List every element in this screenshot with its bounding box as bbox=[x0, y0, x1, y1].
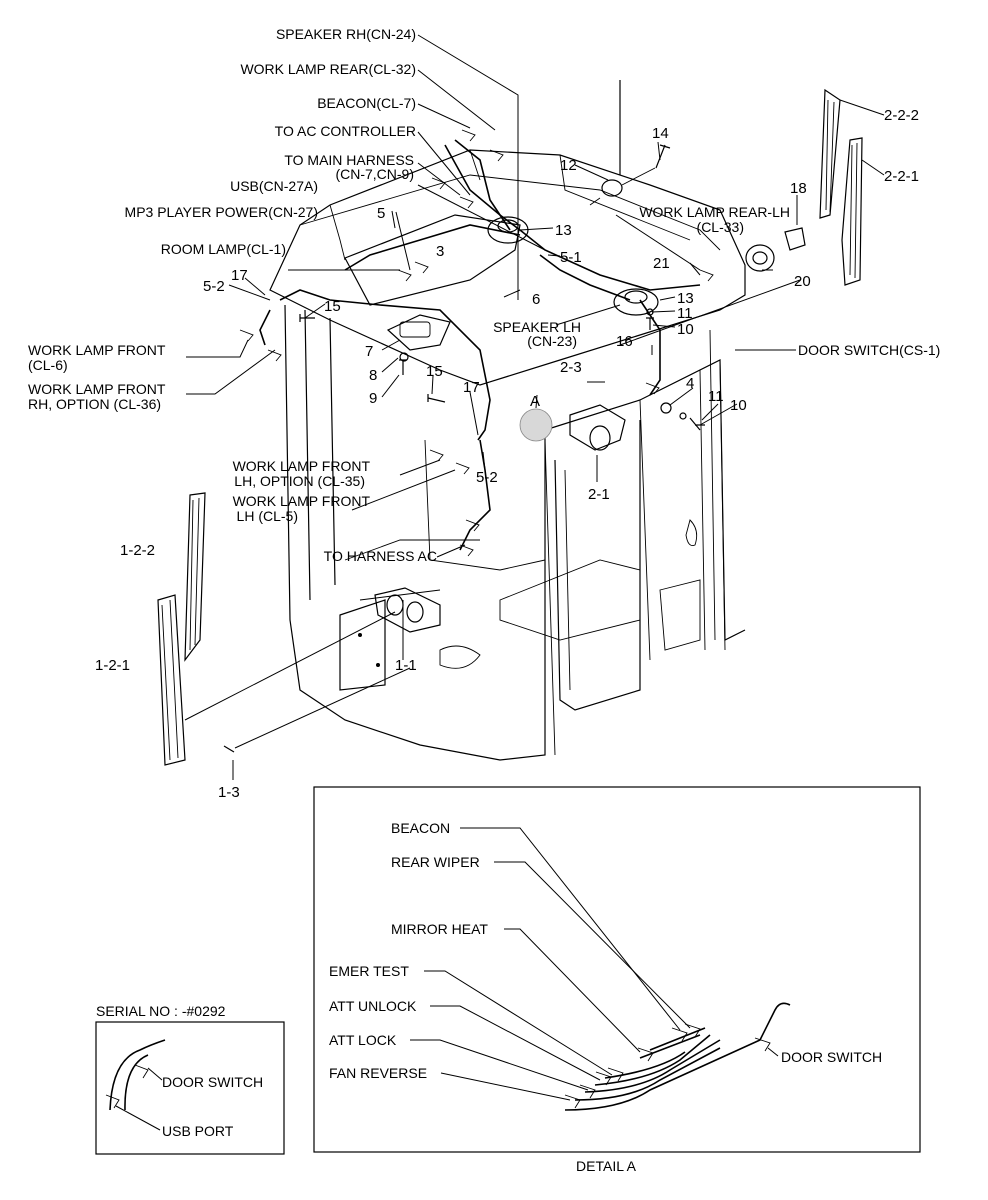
detail-label-att-unlock: ATT UNLOCK bbox=[329, 998, 417, 1014]
part-numbers: 14 12 18 20 21 13 13 11 10 16 4 11 10 5 … bbox=[95, 107, 919, 801]
part-21: 21 bbox=[653, 255, 670, 272]
part-15b: 15 bbox=[426, 363, 443, 380]
part-14: 14 bbox=[652, 125, 669, 142]
label-detail-marker: A bbox=[530, 393, 540, 410]
part-10b: 10 bbox=[730, 397, 747, 414]
serial-inset-title: SERIAL NO : -#0292 bbox=[96, 1003, 226, 1019]
part-2-2-2: 2-2-2 bbox=[884, 107, 919, 124]
part-3: 3 bbox=[436, 243, 444, 260]
serial-inset-frame bbox=[95, 1021, 285, 1155]
part-2-3: 2-3 bbox=[560, 359, 582, 376]
part-15a: 15 bbox=[324, 298, 341, 315]
label-door-switch-cs1: DOOR SWITCH(CS-1) bbox=[798, 342, 940, 358]
wiper-2-2-2 bbox=[819, 88, 841, 219]
detail-label-beacon: BEACON bbox=[391, 820, 450, 836]
part-6: 6 bbox=[532, 291, 540, 308]
part-2-2-1: 2-2-1 bbox=[884, 168, 919, 185]
part-18: 18 bbox=[790, 180, 807, 197]
part-8: 8 bbox=[369, 367, 377, 384]
leader-lines bbox=[184, 34, 885, 780]
serial-inset: SERIAL NO : -#0292 DOOR SWITCH USB PORT bbox=[95, 1003, 285, 1155]
part-4: 4 bbox=[686, 375, 694, 392]
label-to-main-harness-conn: (CN-7,CN-9) bbox=[335, 166, 414, 182]
detail-a-frame bbox=[313, 786, 921, 1153]
washer-nozzle-1-3 bbox=[223, 745, 235, 753]
label-speaker-lh-code: (CN-23) bbox=[527, 333, 577, 349]
part-17a: 17 bbox=[231, 267, 248, 284]
label-room-lamp: ROOM LAMP(CL-1) bbox=[161, 241, 286, 257]
label-wlf-lh-code: LH (CL-5) bbox=[237, 508, 298, 524]
main-labels: SPEAKER RH(CN-24) WORK LAMP REAR(CL-32) … bbox=[28, 26, 940, 564]
label-to-ac-controller: TO AC CONTROLLER bbox=[275, 123, 416, 139]
label-wlf-rh-option-code: RH, OPTION (CL-36) bbox=[28, 396, 161, 412]
part-12: 12 bbox=[560, 157, 577, 174]
part-1-2-1: 1-2-1 bbox=[95, 657, 130, 674]
label-wlf-lh: WORK LAMP FRONT bbox=[233, 493, 371, 509]
label-speaker-rh: SPEAKER RH(CN-24) bbox=[276, 26, 416, 42]
detail-a-marker bbox=[519, 408, 553, 442]
label-beacon: BEACON(CL-7) bbox=[317, 95, 416, 111]
part-17b: 17 bbox=[463, 379, 480, 396]
label-usb: USB(CN-27A) bbox=[230, 178, 318, 194]
part-5-2a: 5-2 bbox=[203, 278, 225, 295]
part-11b: 11 bbox=[708, 388, 724, 405]
part-1-3: 1-3 bbox=[218, 784, 240, 801]
label-wlf-lh-option-code: LH, OPTION (CL-35) bbox=[234, 473, 365, 489]
detail-a-caption: DETAIL A bbox=[576, 1158, 637, 1174]
detail-label-door-switch: DOOR SWITCH bbox=[781, 1049, 882, 1065]
wiper-2-2-1 bbox=[841, 137, 863, 286]
cab-outline bbox=[269, 149, 746, 761]
detail-label-rear-wiper: REAR WIPER bbox=[391, 854, 480, 870]
room-lamp bbox=[386, 314, 451, 351]
detail-a: BEACON REAR WIPER MIRROR HEAT EMER TEST … bbox=[313, 786, 921, 1174]
part-13a: 13 bbox=[555, 222, 572, 239]
label-speaker-lh: SPEAKER LH bbox=[493, 319, 581, 335]
part-13b: 13 bbox=[677, 290, 694, 307]
part-1-2-2: 1-2-2 bbox=[120, 542, 155, 559]
antenna bbox=[589, 80, 656, 206]
part-20: 20 bbox=[794, 273, 811, 290]
part-5: 5 bbox=[377, 205, 385, 222]
part-2-1: 2-1 bbox=[588, 486, 610, 503]
switch-1-1 bbox=[374, 587, 441, 633]
label-wlf-rh-option: WORK LAMP FRONT bbox=[28, 381, 166, 397]
usb-socket bbox=[745, 227, 806, 272]
label-work-lamp-front: WORK LAMP FRONT bbox=[28, 342, 166, 358]
part-5-2b: 5-2 bbox=[476, 469, 498, 486]
label-to-harness-ac: TO HARNESS AC bbox=[324, 548, 437, 564]
label-mp3-power: MP3 PLAYER POWER(CN-27) bbox=[125, 204, 318, 220]
fasteners bbox=[299, 144, 705, 431]
detail-label-emer-test: EMER TEST bbox=[329, 963, 409, 979]
part-16: 16 bbox=[616, 333, 633, 350]
label-work-lamp-rear-lh-code: (CL-33) bbox=[697, 219, 744, 235]
part-9: 9 bbox=[369, 390, 377, 407]
switch-2-1 bbox=[569, 404, 626, 451]
serial-label-door-switch: DOOR SWITCH bbox=[162, 1074, 263, 1090]
speaker-lh bbox=[613, 288, 659, 316]
label-to-main-harness: TO MAIN HARNESS bbox=[284, 152, 414, 168]
part-5-1: 5-1 bbox=[560, 249, 582, 266]
wiper-1-2-1 bbox=[157, 594, 186, 766]
label-work-lamp-rear-lh: WORK LAMP REAR-LH bbox=[639, 204, 790, 220]
detail-label-mirror-heat: MIRROR HEAT bbox=[391, 921, 488, 937]
harness-clips bbox=[239, 129, 714, 557]
part-1-1: 1-1 bbox=[395, 657, 417, 674]
detail-label-fan-reverse: FAN REVERSE bbox=[329, 1065, 427, 1081]
serial-label-usb-port: USB PORT bbox=[162, 1123, 234, 1139]
label-work-lamp-front-code: (CL-6) bbox=[28, 357, 68, 373]
detail-label-att-lock: ATT LOCK bbox=[329, 1032, 397, 1048]
part-11a: 11 bbox=[677, 305, 693, 322]
label-wlf-lh-option: WORK LAMP FRONT bbox=[233, 458, 371, 474]
part-10a: 10 bbox=[677, 321, 694, 338]
part-7: 7 bbox=[365, 343, 373, 360]
wiper-1-2-2 bbox=[184, 492, 206, 662]
label-work-lamp-rear: WORK LAMP REAR(CL-32) bbox=[240, 61, 416, 77]
